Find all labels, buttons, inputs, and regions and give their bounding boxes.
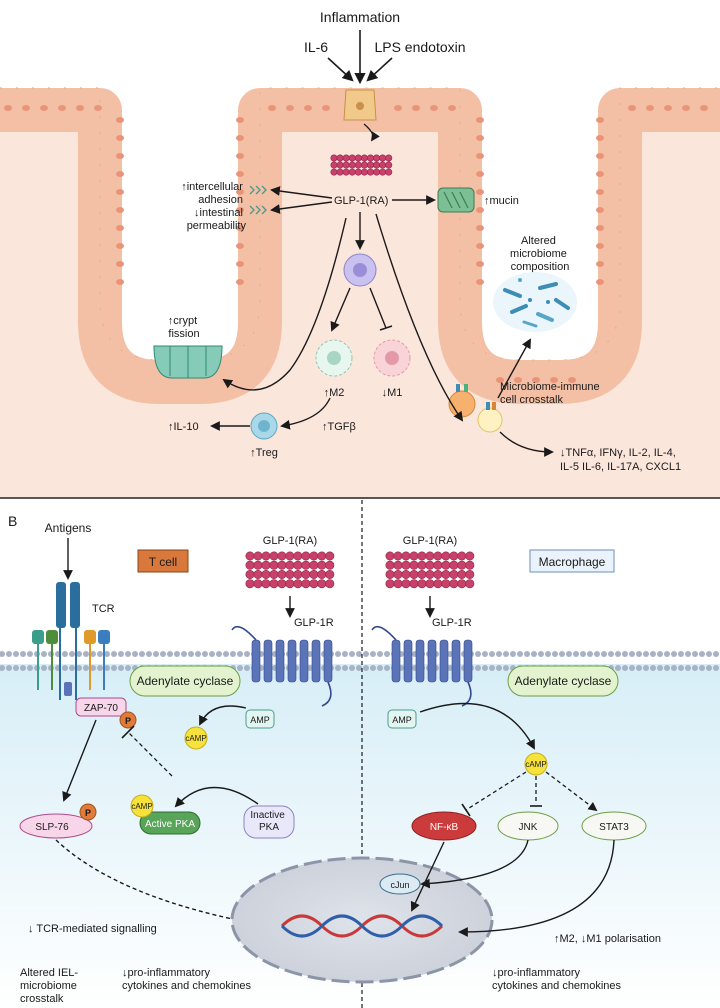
nfkb-node — [411, 811, 477, 841]
jnk-label: JNK — [519, 822, 538, 833]
panel-b: B T cell Macrophage Antigens — [0, 500, 720, 1008]
proinf-left-label: ↓pro-inflammatory cytokines and chemokin… — [122, 967, 252, 992]
camp-icon-left — [184, 726, 208, 750]
tcr-complex-icon — [32, 582, 110, 700]
crypt-label: ↑crypt fission — [168, 315, 200, 340]
tcr-signalling-label: ↓ TCR-mediated signalling — [28, 923, 157, 935]
panel-b-letter: B — [8, 513, 17, 529]
adenylate-cyclase-right — [507, 665, 619, 697]
amp-label-right: AMP — [392, 715, 412, 725]
il6-label: IL-6 — [304, 39, 328, 55]
cjun-label: cJun — [390, 880, 409, 890]
slp76-label: SLP-76 — [35, 822, 69, 833]
adhesion-label: ↑intercellular adhesion ↓intestinal perm… — [181, 181, 246, 232]
slp76-ellipse — [19, 813, 93, 839]
treg-icon — [250, 412, 278, 440]
phospho-icon-zap70 — [119, 711, 137, 729]
m2-macrophage-icon — [315, 339, 353, 377]
tight-junction-icon — [249, 185, 267, 215]
cjun-node — [379, 873, 421, 895]
zap70-label: ZAP-70 — [84, 703, 118, 714]
tgfb-label: ↑TGFβ — [322, 421, 356, 433]
m1-macrophage-icon — [373, 339, 411, 377]
camp-label-pka: cAMP — [131, 802, 152, 811]
active-pka-label: Active PKA — [145, 819, 195, 830]
treg-label: ↑Treg — [250, 447, 278, 459]
microbiome-label: Altered microbiome composition — [510, 235, 570, 273]
iel-label: Altered IEL- microbiome crosstalk — [20, 967, 81, 1005]
glp1r-label-right: GLP-1R — [432, 617, 472, 629]
dna-helix-icon — [280, 914, 444, 938]
polarisation-label: ↑M2, ↓M1 polarisation — [554, 933, 661, 945]
adenylate-label-left: Adenylate cyclase — [137, 674, 234, 688]
il10-label: ↑IL-10 — [168, 421, 199, 433]
m1-label: ↓M1 — [382, 387, 403, 399]
glp1-label-right: GLP-1(RA) — [403, 535, 457, 547]
mucin-label: ↑mucin — [484, 195, 519, 207]
macrophage-label: Macrophage — [539, 555, 606, 569]
amp-box-left — [245, 709, 275, 729]
crosstalk-label: Microbiome-immune cell crosstalk — [500, 381, 603, 406]
glp1r-receptor-right — [371, 625, 473, 707]
phospho-label-slp76: P — [85, 808, 91, 818]
glp1-label-left: GLP-1(RA) — [263, 535, 317, 547]
glp1-label-a: GLP-1(RA) — [334, 195, 388, 207]
stat3-label: STAT3 — [599, 822, 629, 833]
tcell-box — [137, 549, 189, 573]
phospho-icon-slp76 — [79, 803, 97, 821]
active-pka — [139, 811, 201, 835]
inactive-pka — [243, 805, 295, 839]
inflammation-label: Inflammation — [320, 9, 400, 25]
glp1-chain-a — [330, 154, 393, 176]
lps-label: LPS endotoxin — [374, 39, 465, 55]
panel-a: A Inflammation IL-6 LPS endotoxin GLP-1(… — [0, 0, 720, 499]
cytokines-label: ↓TNFα, IFNγ, IL-2, IL-4, IL-5 IL-6, IL-1… — [560, 447, 681, 473]
antigens-label: Antigens — [45, 521, 92, 535]
glp1r-label-left: GLP-1R — [294, 617, 334, 629]
macrophage-box — [529, 549, 615, 573]
mucin-goblet-icon — [437, 187, 475, 213]
nucleus — [230, 856, 494, 984]
camp-icon-pka — [130, 794, 154, 818]
glp1r-receptor-left — [231, 625, 333, 707]
proinf-right-label: ↓pro-inflammatory cytokines and chemokin… — [492, 967, 622, 992]
zap70-box — [75, 697, 127, 717]
glp1-chain-right — [385, 551, 475, 589]
crypt-left-lumen — [100, 88, 260, 360]
bacteria-cluster-icon — [493, 272, 577, 332]
phospho-label-zap70: P — [125, 716, 131, 726]
camp-icon-right — [524, 752, 548, 776]
glp1-chain-left — [245, 551, 335, 589]
inactive-pka-label: Inactive PKA — [250, 810, 287, 833]
tcr-label: TCR — [92, 603, 115, 615]
m2-label: ↑M2 — [324, 387, 345, 399]
amp-label-left: AMP — [250, 715, 270, 725]
nfkb-label: NF-κB — [430, 822, 459, 833]
macrophage-icon — [343, 253, 377, 287]
adenylate-label-right: Adenylate cyclase — [515, 674, 612, 688]
tcell-label: T cell — [149, 555, 177, 569]
amp-box-right — [387, 709, 417, 729]
l-cell — [343, 89, 377, 121]
camp-label-right: cAMP — [525, 760, 546, 769]
crypt-fission-icon — [153, 345, 223, 379]
adenylate-cyclase-left — [129, 665, 241, 697]
camp-label-left: cAMP — [185, 734, 206, 743]
